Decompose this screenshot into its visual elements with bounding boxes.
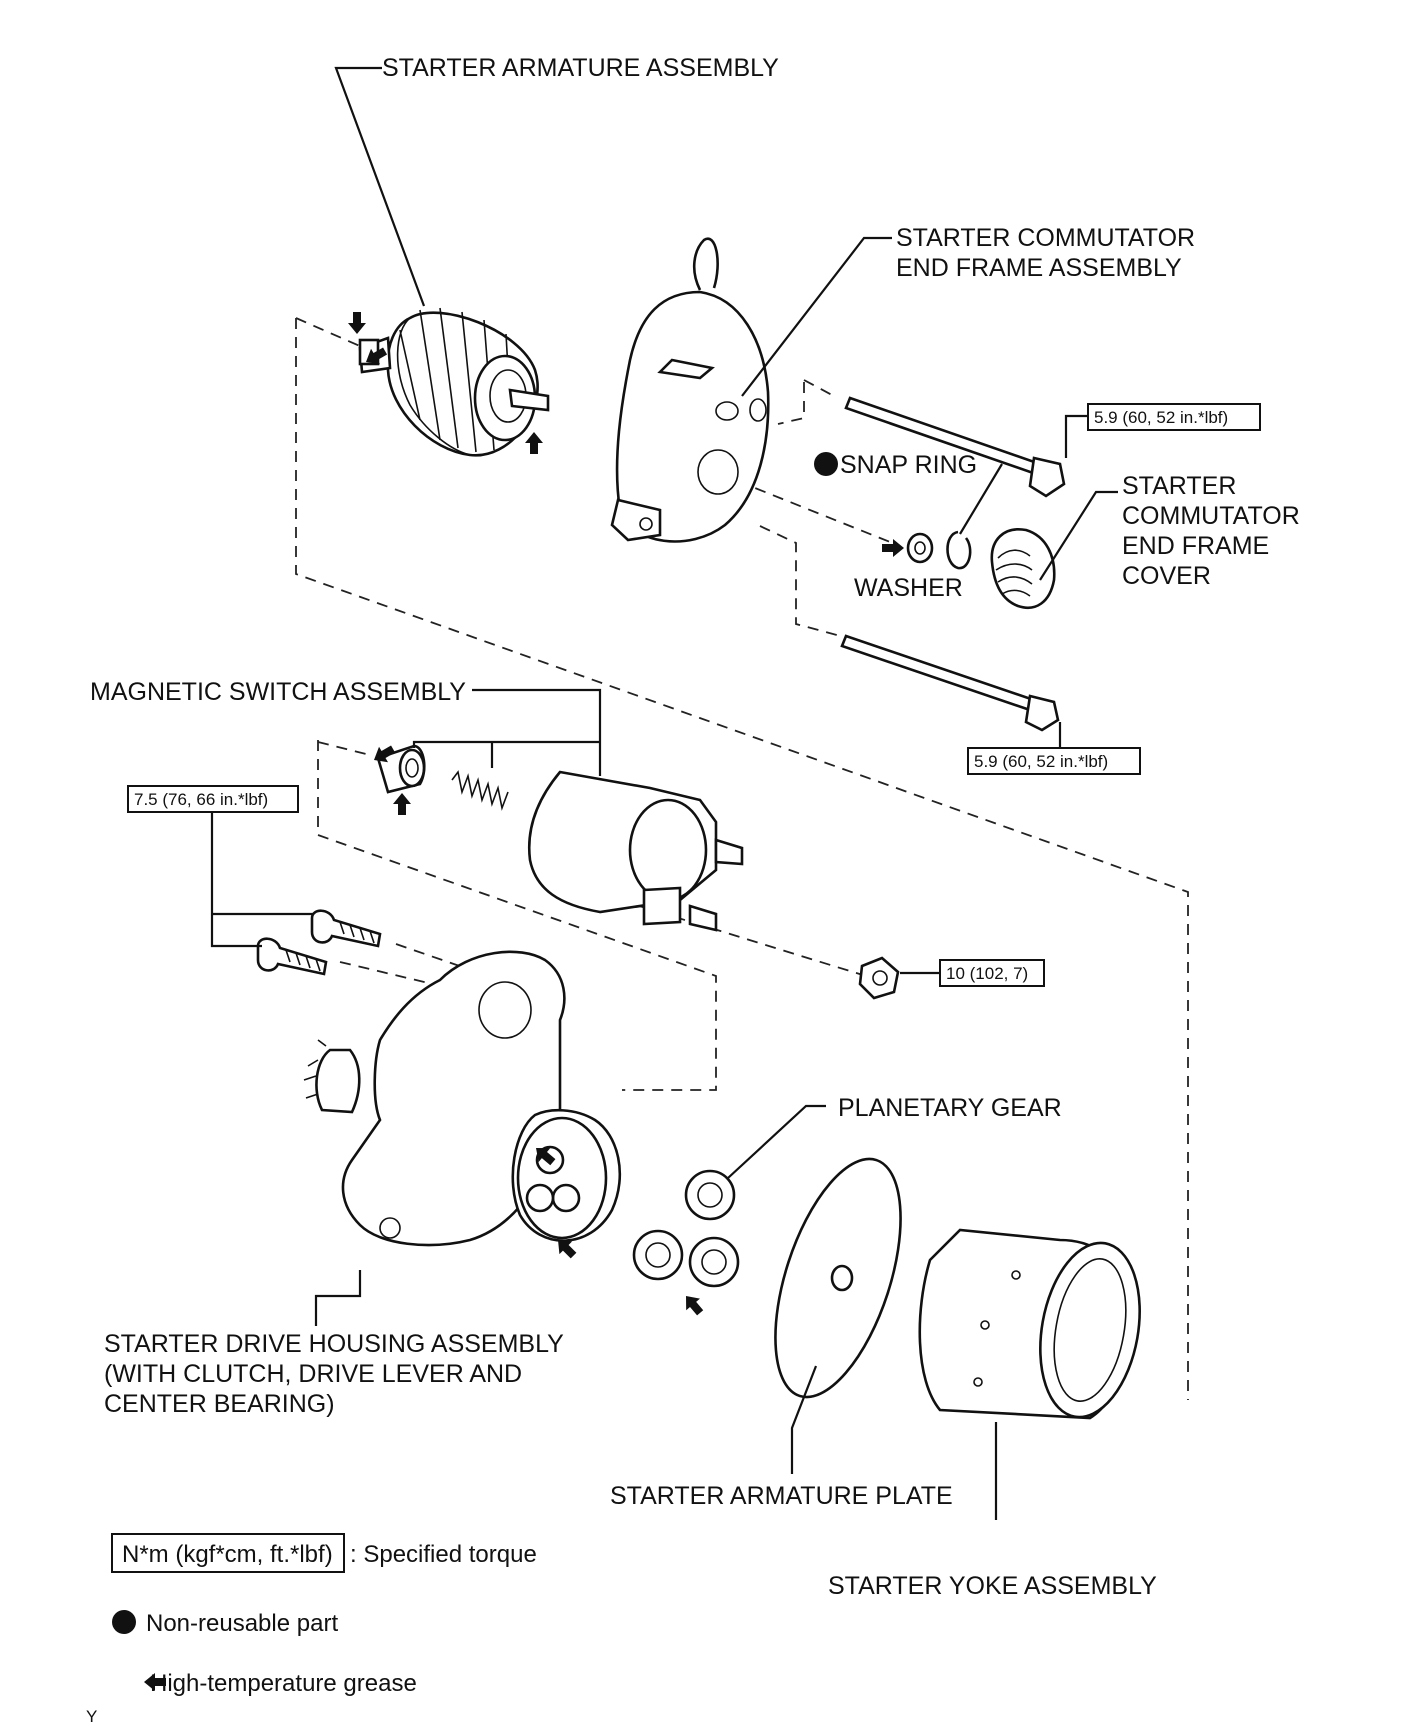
gear-grease-arrow [679,1290,708,1319]
svg-text:10 (102, 7): 10 (102, 7) [946,964,1028,983]
legend-non-reusable: Non-reusable part [146,1610,338,1637]
non-reusable-icon-snap-ring [814,452,838,476]
corner-code: Y [86,1707,97,1726]
svg-text:5.9 (60, 52 in.*lbf): 5.9 (60, 52 in.*lbf) [974,752,1108,771]
plunger-grease-arrow-2 [393,793,411,815]
label-yoke: STARTER YOKE ASSEMBLY [828,1572,1157,1600]
torque-box-bolt-lower: 5.9 (60, 52 in.*lbf) [967,747,1141,775]
filled-circle-icon [112,1610,136,1634]
torque-box-switch-screws: 7.5 (76, 66 in.*lbf) [127,785,299,813]
label-cover-line3: END FRAME [1122,532,1269,560]
legend-torque-box [111,1533,345,1573]
through-bolt-upper [844,396,1066,498]
armature-plate-part [774,1157,902,1399]
magnetic-switch-part [527,770,744,932]
legend-torque-unit: N*m (kgf*cm, ft.*lbf) [122,1541,333,1568]
legend: N*m (kgf*cm, ft.*lbf) : Specified torque… [86,1533,537,1726]
label-armature: STARTER ARMATURE ASSEMBLY [382,54,779,82]
label-armature-plate: STARTER ARMATURE PLATE [610,1482,953,1510]
svg-text:7.5 (76, 66 in.*lbf): 7.5 (76, 66 in.*lbf) [134,790,268,809]
commutator-end-frame-part [610,237,770,543]
washer-part [906,532,934,564]
legend-grease: High-temperature grease [150,1670,417,1697]
end-frame-cover-part [990,528,1056,609]
leader-lines [210,66,1118,1520]
label-drive-housing-line1: STARTER DRIVE HOUSING ASSEMBLY [104,1330,564,1358]
terminal-nut-part [858,956,900,1000]
label-snap-ring: SNAP RING [840,451,977,479]
label-washer: WASHER [854,574,963,602]
planetary-gears-part [632,1169,740,1288]
legend-torque-desc: : Specified torque [350,1541,537,1568]
armature-part [358,307,550,457]
svg-text:5.9 (60, 52 in.*lbf): 5.9 (60, 52 in.*lbf) [1094,408,1228,427]
through-bolt-lower [840,634,1060,732]
label-drive-housing-line3: CENTER BEARING) [104,1390,335,1418]
switch-screw-upper [310,909,382,948]
label-magnetic-switch: MAGNETIC SWITCH ASSEMBLY [90,678,466,706]
drive-housing-part [303,950,622,1247]
snap-ring-part [946,530,972,570]
label-cover-line4: COVER [1122,562,1211,590]
label-drive-housing-line2: (WITH CLUTCH, DRIVE LEVER AND [104,1360,522,1388]
yoke-part [918,1228,1141,1420]
torque-box-bolt-upper: 5.9 (60, 52 in.*lbf) [1087,403,1261,431]
label-planetary-gear: PLANETARY GEAR [838,1094,1062,1122]
label-end-frame-line2: END FRAME ASSEMBLY [896,254,1182,282]
label-cover-line2: COMMUTATOR [1122,502,1300,530]
label-end-frame-line1: STARTER COMMUTATOR [896,224,1195,252]
washer-grease-arrow [882,539,904,557]
switch-screw-lower [256,937,328,976]
label-cover-line1: STARTER [1122,472,1236,500]
return-spring-part [451,770,509,811]
torque-box-terminal-nut: 10 (102, 7) [939,959,1045,987]
